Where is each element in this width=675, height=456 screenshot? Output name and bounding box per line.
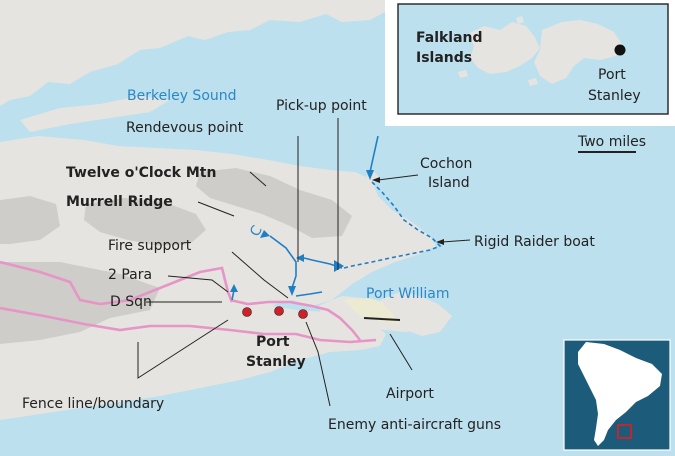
route-rendezvous-arrowhead <box>288 286 296 296</box>
label-d-sqn: D Sqn <box>110 294 152 310</box>
route-cochon-arrow <box>369 135 379 173</box>
road-south <box>0 306 377 344</box>
northern-land <box>0 0 395 106</box>
label-cochon-line2: Island <box>428 175 470 191</box>
label-cochon-line1: Cochon <box>420 156 472 172</box>
label-fence-line: Fence line/boundary <box>22 396 164 412</box>
leader-fence-line <box>137 319 229 379</box>
road-north <box>0 260 234 306</box>
route-boat-dashed <box>343 181 442 269</box>
east-headland <box>380 292 452 336</box>
label-rigid-raider: Rigid Raider boat <box>474 234 595 250</box>
hill-twelve-oclock <box>196 168 352 238</box>
hill-west <box>0 196 60 244</box>
label-murrell-ridge: Murrell Ridge <box>66 194 173 210</box>
leader-cochon <box>377 174 419 181</box>
route-pickup-arrowhead-2 <box>334 260 344 272</box>
hill-murrell <box>84 198 206 246</box>
leader-murrell <box>197 201 235 217</box>
inset-south-america <box>563 339 671 451</box>
inset-falklands-highlight <box>617 424 632 439</box>
leader-fire-support <box>231 251 289 299</box>
inset-south-america-land <box>578 342 662 446</box>
label-twelve-oclock: Twelve o'Clock Mtn <box>66 165 216 181</box>
inset-port-stanley-dot <box>614 44 626 56</box>
inset-port-line2: Stanley <box>588 88 641 104</box>
leader-twelve-oclock <box>249 171 267 187</box>
inset-port-line1: Port <box>598 67 626 83</box>
enemy-gun-3 <box>298 309 308 319</box>
inset-falklands: Falkland Islands Port Stanley <box>397 3 669 115</box>
inset-west-falkland <box>468 22 540 74</box>
inset-title-line1: Falkland <box>416 30 483 46</box>
label-fire-support: Fire support <box>108 238 192 254</box>
label-berkeley-sound: Berkeley Sound <box>127 88 237 104</box>
route-pickup-arrowhead <box>296 254 304 262</box>
enemy-gun-1 <box>242 307 252 317</box>
label-airport: Airport <box>386 386 434 402</box>
road-stanley-loop <box>229 298 362 341</box>
label-pickup-point: Pick-up point <box>276 98 367 114</box>
airport-runway <box>363 317 401 321</box>
route-fire-support <box>295 291 323 297</box>
route-cochon-arrowhead <box>366 170 374 180</box>
route-d-sqn-arrowhead <box>230 284 238 292</box>
inset-falklands-frame <box>397 3 669 115</box>
inset-title-line2: Islands <box>416 50 472 66</box>
leader-airport <box>389 333 413 371</box>
label-two-para: 2 Para <box>108 267 152 283</box>
label-port-stanley-line1: Port <box>256 334 290 350</box>
enemy-gun-2 <box>274 306 284 316</box>
label-port-william: Port William <box>366 286 450 302</box>
leader-rigid-raider-arrowhead <box>436 239 444 245</box>
leader-two-para <box>167 275 229 293</box>
label-enemy-guns: Enemy anti-aircraft guns <box>328 417 501 433</box>
inset-east-falkland <box>534 20 622 84</box>
label-scale: Two miles <box>577 134 646 150</box>
leader-cochon-arrowhead <box>372 177 380 183</box>
route-rendezvous <box>269 235 297 289</box>
leader-rigid-raider <box>441 239 471 243</box>
northern-land-spit <box>20 96 170 132</box>
route-north-arrowhead <box>260 230 270 238</box>
label-port-stanley-line2: Stanley <box>246 354 306 370</box>
label-rendevous-point: Rendevous point <box>126 120 244 136</box>
hill-south <box>0 262 160 344</box>
leader-enemy-guns <box>305 321 331 407</box>
